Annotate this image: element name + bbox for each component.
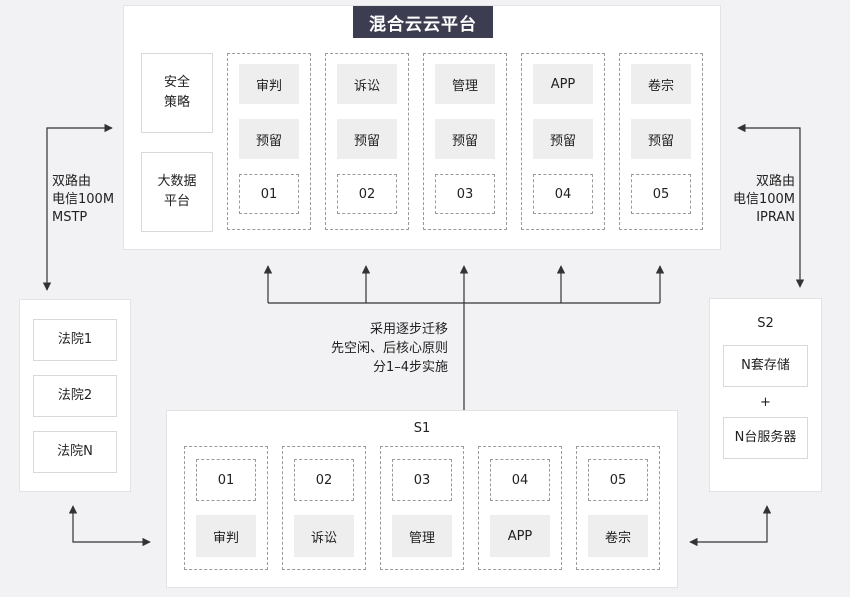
s1-trial-cell: 审判 xyxy=(196,515,256,557)
platform-reserved-cell: 预留 xyxy=(337,119,397,159)
s1-slot-cell: 03 xyxy=(392,459,452,501)
s2-panel xyxy=(709,298,822,492)
s1-app-cell: APP xyxy=(490,515,550,557)
platform-slot-cell: 01 xyxy=(239,174,299,214)
platform-slot-cell: 04 xyxy=(533,174,593,214)
right-link-label: 双路由 电信100M IPRAN xyxy=(732,174,795,225)
platform-app-cell: APP xyxy=(533,64,593,104)
platform-trial-cell: 审判 xyxy=(239,64,299,104)
platform-archive-cell: 卷宗 xyxy=(631,64,691,104)
servers-box: N台服务器 xyxy=(723,417,808,459)
platform-reserved-cell: 预留 xyxy=(533,119,593,159)
storage-box: N套存储 xyxy=(723,345,808,387)
platform-reserved-cell: 预留 xyxy=(239,119,299,159)
platform-slot-cell: 02 xyxy=(337,174,397,214)
platform-slot-cell: 03 xyxy=(435,174,495,214)
left-link-label: 双路由 电信100M MSTP xyxy=(52,174,115,225)
s1-litigation-cell: 诉讼 xyxy=(294,515,354,557)
plus-sign: + xyxy=(760,395,771,410)
s1-slot-cell: 02 xyxy=(294,459,354,501)
court-n-box: 法院N xyxy=(33,431,117,473)
left-link-arrow xyxy=(42,123,113,291)
platform-management-cell: 管理 xyxy=(435,64,495,104)
court-1-box: 法院1 xyxy=(33,319,117,361)
s1-slot-cell: 05 xyxy=(588,459,648,501)
platform-reserved-cell: 预留 xyxy=(631,119,691,159)
security-policy-box: 安全 策略 xyxy=(141,53,213,133)
s1-slot-cell: 04 xyxy=(490,459,550,501)
s2-to-s1-arrow xyxy=(689,505,772,547)
platform-reserved-cell: 预留 xyxy=(435,119,495,159)
platform-slot-cell: 05 xyxy=(631,174,691,214)
migration-note: 采用逐步迁移 先空闲、后核心原则 分1–4步实施 xyxy=(330,322,448,375)
right-link-arrow xyxy=(737,123,805,288)
platform-title: 混合云云平台 xyxy=(353,6,493,38)
big-data-platform-box: 大数据 平台 xyxy=(141,152,213,232)
s1-slot-cell: 01 xyxy=(196,459,256,501)
s1-archive-cell: 卷宗 xyxy=(588,515,648,557)
s1-title: S1 xyxy=(413,421,431,436)
platform-litigation-cell: 诉讼 xyxy=(337,64,397,104)
s2-title: S2 xyxy=(757,316,774,331)
courts-to-s1-arrow xyxy=(68,505,151,547)
court-2-box: 法院2 xyxy=(33,375,117,417)
s1-management-cell: 管理 xyxy=(392,515,452,557)
